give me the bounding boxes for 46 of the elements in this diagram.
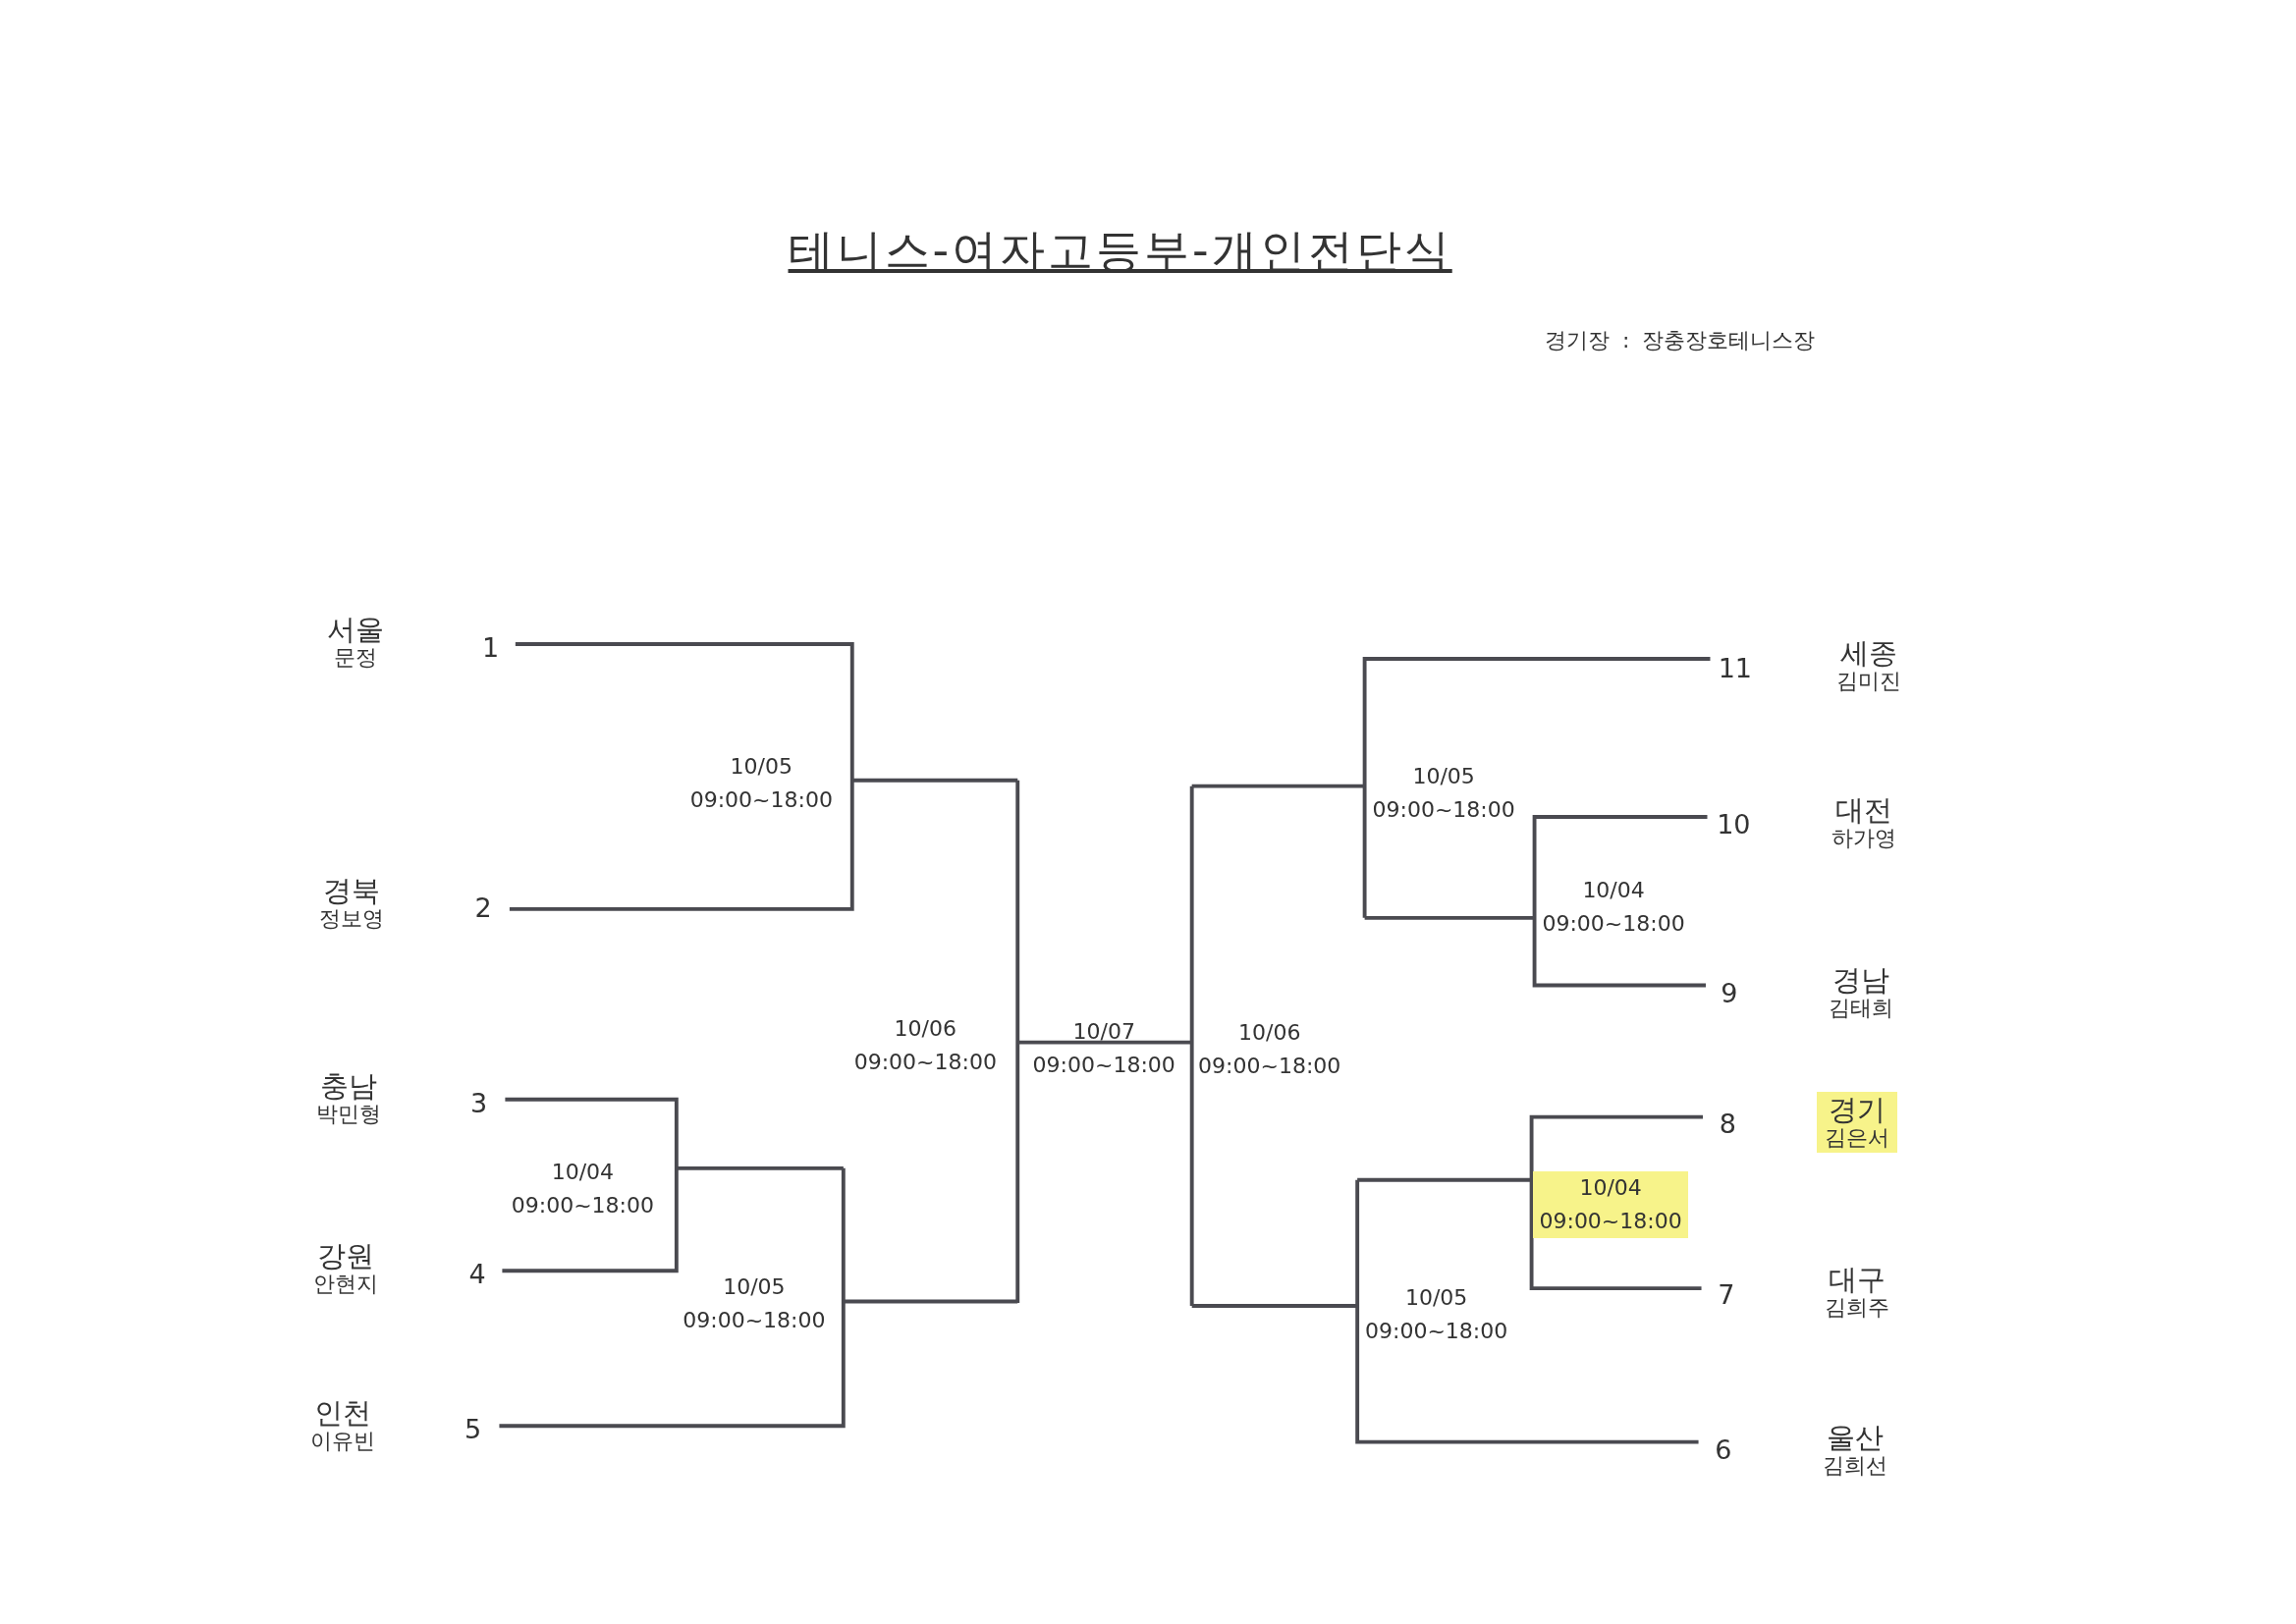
player-name: 정보영 — [318, 905, 384, 932]
region-name: 충남 — [318, 1070, 378, 1103]
region-name: 울산 — [1826, 1422, 1886, 1454]
player-name: 문정 — [333, 645, 379, 672]
match-schedule: 10/05 09:00~18:00 — [688, 752, 834, 814]
region-name: 강원 — [315, 1240, 375, 1272]
player-name: 김미진 — [1835, 669, 1901, 695]
region-name: 대전 — [1834, 793, 1894, 826]
highlighted-player-entry — [1816, 1092, 1897, 1154]
match-schedule: 10/06 09:00~18:00 — [852, 1014, 998, 1076]
match-schedule: 10/04 09:00~18:00 — [1533, 1171, 1689, 1239]
seed-number: 6 — [1715, 1434, 1732, 1465]
player-name: 김은서 — [1824, 1125, 1889, 1152]
venue-note: 경기장 : 장충장호테니스장 — [1545, 327, 1816, 355]
player-name: 김희선 — [1823, 1453, 1888, 1480]
seed-number: 7 — [1718, 1278, 1735, 1310]
match-schedule: 10/05 09:00~18:00 — [682, 1273, 827, 1335]
seed-number: 3 — [469, 1087, 488, 1118]
seed-number: 9 — [1721, 977, 1738, 1008]
seed-number: 8 — [1719, 1108, 1736, 1139]
region-name: 세종 — [1838, 637, 1898, 670]
region-name: 경북 — [321, 874, 381, 906]
region-name: 인천 — [312, 1396, 372, 1429]
region-name: 대구 — [1827, 1264, 1886, 1296]
player-name: 하가영 — [1831, 825, 1897, 851]
region-name: 서울 — [327, 614, 385, 646]
title: 테니스-여자고등부-개인전단식 — [788, 223, 1452, 280]
seed-number: 5 — [465, 1413, 482, 1444]
seed-number: 1 — [481, 631, 500, 663]
region-name: 경기 — [1827, 1094, 1886, 1126]
match-schedule: 10/05 09:00~18:00 — [1364, 1283, 1509, 1345]
match-schedule: 10/04 09:00~18:00 — [510, 1158, 655, 1219]
match-schedule: 10/04 09:00~18:00 — [1541, 877, 1686, 939]
seed-number: 4 — [468, 1258, 486, 1289]
player-name: 안현지 — [312, 1272, 378, 1298]
player-name: 이유빈 — [309, 1428, 375, 1454]
region-name: 경남 — [1831, 963, 1891, 996]
seed-number: 10 — [1717, 808, 1751, 839]
seed-number: 11 — [1718, 652, 1752, 683]
match-schedule: 10/05 09:00~18:00 — [1371, 763, 1516, 825]
player-name: 박민형 — [315, 1102, 381, 1128]
match-schedule: 10/07 09:00~18:00 — [1031, 1017, 1176, 1079]
match-schedule: 10/06 09:00~18:00 — [1197, 1019, 1342, 1081]
seed-number: 2 — [474, 892, 492, 923]
player-name: 김태희 — [1829, 995, 1894, 1021]
player-name: 김희주 — [1824, 1295, 1889, 1322]
